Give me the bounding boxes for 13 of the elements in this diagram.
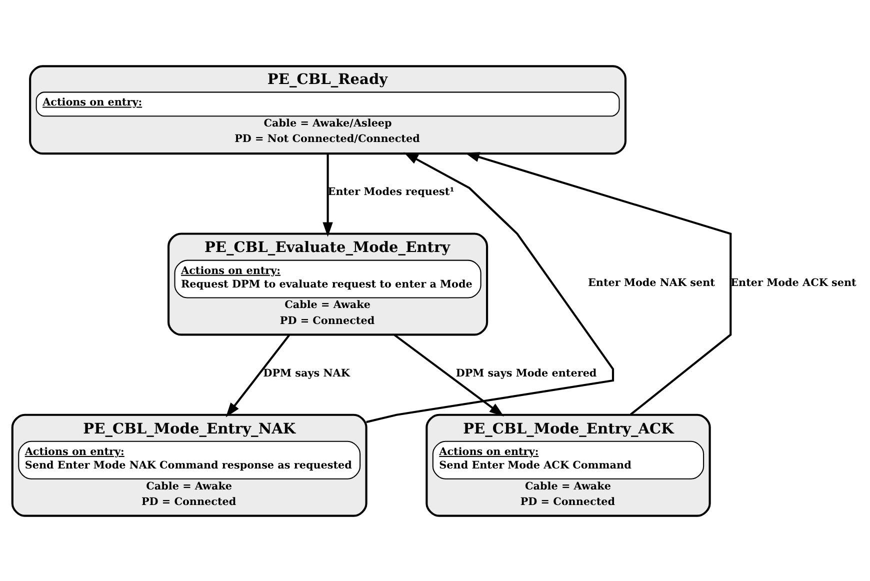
node-box: PE_CBL_Ready Actions on entry: Cable = Awake/Asleep PD = Not Connected/Connected [29,64,627,154]
arrow [366,152,614,423]
node-box: PE_CBL_Mode_Entry_NAK Actions on entry: Send Enter Mode NAK Command response as requested Cable = Awake PD = Connected [11,413,368,516]
arrow [464,152,732,415]
node-box: PE_CBL_Evaluate_Mode_Entry Actions on entry: Request DPM to evaluate request to enter a Mode Cable = Awake PD = Connected [167,232,488,336]
edge-label: DPM says NAK [263,366,350,379]
edge-label: Enter Mode ACK sent [730,276,856,288]
edge-label: Enter Mode NAK sent [588,276,715,288]
arrow [322,153,333,236]
arrow [394,334,504,416]
edge-label: DPM says Mode entered [456,366,597,379]
arrow [226,334,290,417]
node-box: PE_CBL_Mode_Entry_ACK Actions on entry: Send Enter Mode ACK Command Cable = Awake PD = Connected [426,413,711,516]
